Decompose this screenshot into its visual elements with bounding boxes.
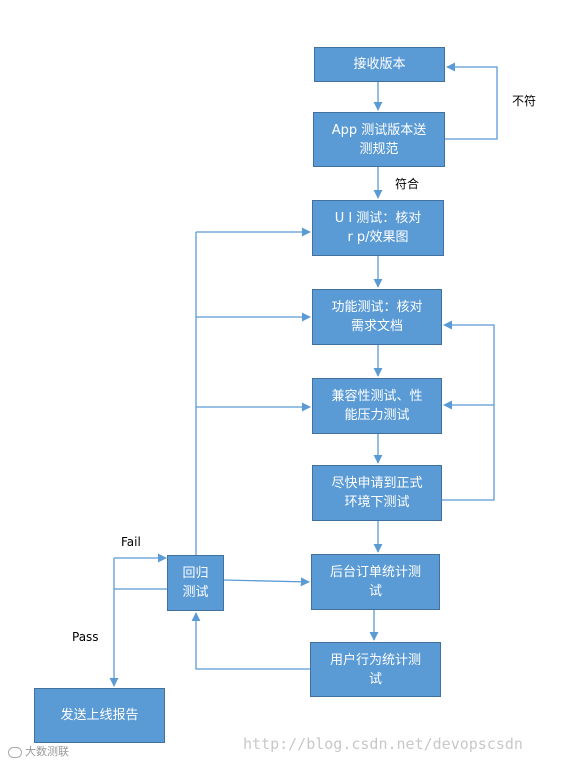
label-match: 符合 — [395, 177, 420, 191]
loop-not-match — [445, 62, 498, 140]
wechat-icon — [8, 746, 22, 758]
label-not-match: 不符 — [512, 94, 537, 108]
label-fail: Fail — [121, 535, 141, 549]
node-compatibility-test: 兼容性测试、性 能压力测试 — [312, 378, 442, 434]
node-production-env-test: 尽快申请到正式 环境下测试 — [312, 465, 442, 521]
wechat-logo-text: 大数测联 — [8, 743, 69, 759]
source-watermark: http://blog.csdn.net/devopscsdn — [243, 735, 523, 753]
logo-text: 大数测联 — [25, 745, 69, 758]
node-backend-order-stats: 后台订单统计测 试 — [311, 554, 440, 610]
node-ui-test: U I 测试：核对 r p/效果图 — [312, 200, 444, 256]
node-user-behavior-stats: 用户行为统计测 试 — [310, 642, 441, 697]
node-regression-test: 回归 测试 — [167, 555, 224, 611]
loop-env-to-func — [442, 320, 495, 501]
node-send-release-report: 发送上线报告 — [34, 688, 165, 743]
label-pass: Pass — [72, 630, 99, 644]
node-function-test: 功能测试：核对 需求文档 — [312, 289, 442, 345]
node-app-test-spec: App 测试版本送 测规范 — [313, 112, 445, 167]
arrow-user-to-reg — [191, 612, 310, 670]
node-receive-version: 接收版本 — [314, 47, 445, 82]
arrow-reg-to-backend — [223, 577, 310, 587]
